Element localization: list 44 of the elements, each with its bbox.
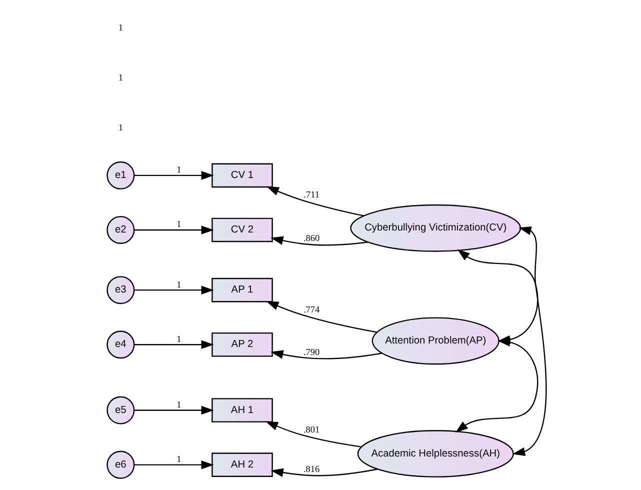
arrow xyxy=(266,300,377,333)
node-box: AP 2 xyxy=(211,332,272,357)
edge-label: 1 xyxy=(176,279,181,290)
edge-label: .711 xyxy=(303,190,319,200)
edge-label: 1 xyxy=(176,334,181,344)
node-circle: e3 xyxy=(106,276,134,304)
arrow xyxy=(512,226,546,456)
node-circle: e6 xyxy=(106,450,134,479)
edge-label: .860 xyxy=(302,233,320,244)
edge-label: 1 xyxy=(176,454,181,464)
arrow xyxy=(270,350,382,360)
edge-label: 1 xyxy=(176,164,181,175)
label: 1 xyxy=(118,122,122,133)
node-circle: e5 xyxy=(106,396,134,424)
node-box: AH 2 xyxy=(211,452,272,477)
node-circle: e2 xyxy=(106,216,134,244)
edge-label: .790 xyxy=(302,346,320,357)
node-ellipse: Attention Problem(AP) xyxy=(371,317,499,365)
node-box: CV 2 xyxy=(211,218,272,242)
edge-label: 1 xyxy=(176,399,181,410)
arrow xyxy=(270,236,368,246)
arrow xyxy=(134,460,214,470)
arrow xyxy=(134,171,214,180)
arrow xyxy=(266,186,364,216)
edge-label: .816 xyxy=(302,464,320,474)
edge-label: .801 xyxy=(302,424,320,434)
node-ellipse: Cyberbullying Victimization(CV) xyxy=(350,204,521,252)
node-circle: e1 xyxy=(106,161,134,190)
node-box: CV 1 xyxy=(211,163,272,188)
arrow xyxy=(134,406,214,415)
node-box: AP 1 xyxy=(211,278,272,302)
edge-label: 1 xyxy=(176,219,181,230)
arrow xyxy=(270,468,378,477)
arrow xyxy=(134,226,214,234)
arrow xyxy=(134,286,214,294)
arrow xyxy=(264,421,361,448)
arrow xyxy=(134,340,214,350)
node-circle: e4 xyxy=(106,330,134,359)
label: 1 xyxy=(118,22,122,33)
label: 1 xyxy=(118,72,122,83)
node-box: AH 1 xyxy=(211,398,272,422)
node-ellipse: Academic Helplessness(AH) xyxy=(356,430,514,478)
edge-label: .774 xyxy=(302,304,320,314)
arrow xyxy=(454,338,538,433)
